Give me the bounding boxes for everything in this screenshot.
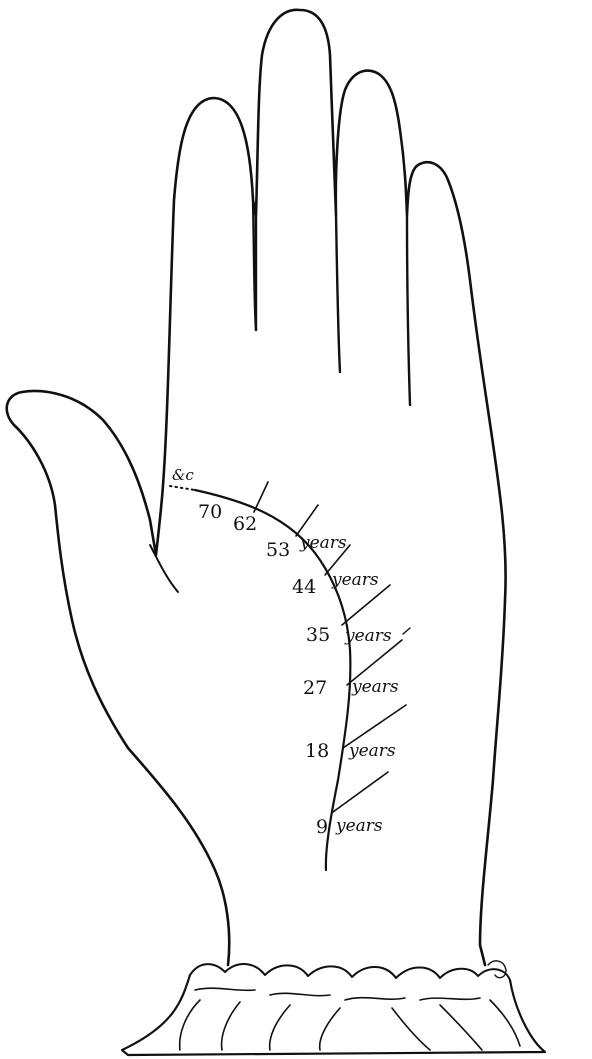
tick-35-end — [403, 628, 410, 634]
age-18-number: 18 — [305, 740, 329, 762]
age-53-number: 53 — [266, 539, 290, 561]
age-70-number: 70 — [198, 501, 222, 523]
age-35-unit: years — [344, 626, 392, 646]
age-27-unit: years — [351, 677, 399, 697]
age-44-unit: years — [331, 570, 379, 590]
finger-gap-3 — [407, 215, 410, 405]
age-9-number: 9 — [316, 816, 328, 838]
etc-label: &c — [172, 466, 194, 484]
tick-9 — [333, 772, 388, 812]
cuff — [122, 961, 545, 1055]
age-27-number: 27 — [303, 677, 327, 699]
thumb-crease — [150, 545, 178, 592]
tick-62 — [254, 482, 268, 512]
age-53-unit: years — [299, 533, 347, 553]
age-18-unit: years — [348, 741, 396, 761]
age-44-number: 44 — [292, 576, 316, 598]
age-9-unit: years — [335, 816, 383, 836]
hand-outline — [7, 10, 506, 965]
life-line-dots — [170, 486, 195, 490]
age-62-number: 62 — [233, 513, 257, 535]
finger-gap-2 — [336, 215, 340, 372]
tick-53 — [296, 505, 318, 536]
age-35-number: 35 — [306, 624, 330, 646]
tick-35 — [342, 585, 390, 625]
